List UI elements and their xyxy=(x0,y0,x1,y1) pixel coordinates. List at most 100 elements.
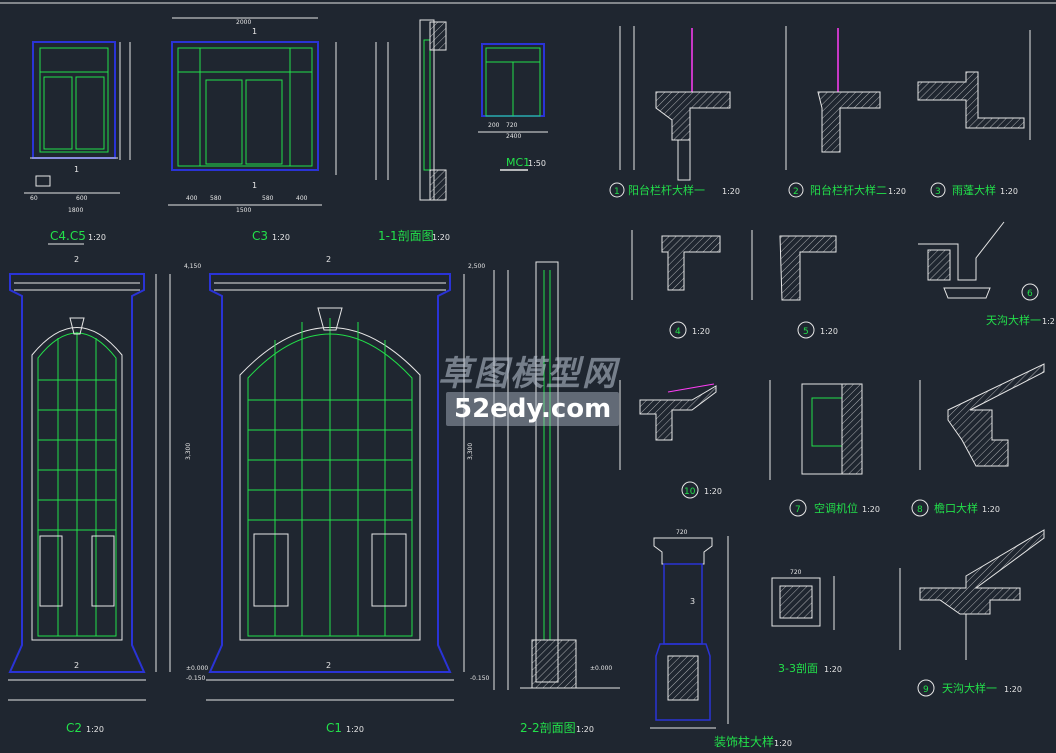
svg-text:C4.C5: C4.C5 xyxy=(50,229,86,243)
svg-text:200: 200 xyxy=(488,122,500,129)
svg-text:1:20: 1:20 xyxy=(692,327,710,336)
section-1-1 xyxy=(375,19,447,201)
svg-text:6: 6 xyxy=(1027,289,1033,299)
dimension-labels: 60 600 1800 2000 400 580 1500 580 400 20… xyxy=(30,19,802,682)
title-column: 装饰柱大样 xyxy=(714,734,774,749)
title-c1: C1 xyxy=(326,721,342,735)
title-mc1: MC1 xyxy=(506,156,530,169)
svg-text:1-1剖面图: 1-1剖面图 xyxy=(378,229,434,243)
section-2-2 xyxy=(493,261,620,690)
title-detail-9: 天沟大样一 xyxy=(942,681,997,695)
svg-text:60: 60 xyxy=(30,195,38,202)
svg-text:3: 3 xyxy=(690,597,695,606)
svg-text:1: 1 xyxy=(74,165,79,174)
svg-text:1:20: 1:20 xyxy=(86,725,104,734)
svg-text:580: 580 xyxy=(262,195,274,202)
mc1-door-elevation xyxy=(478,43,548,171)
title-section-3-3: 3-3剖面 xyxy=(778,661,818,675)
svg-text:1:20: 1:20 xyxy=(346,725,364,734)
svg-text:1: 1 xyxy=(614,187,620,197)
svg-text:5: 5 xyxy=(803,327,809,337)
detail-7-ac-unit xyxy=(769,380,863,480)
title-detail-1: 阳台栏杆大样一 xyxy=(628,183,705,197)
svg-text:3: 3 xyxy=(935,187,941,197)
title-detail-3: 雨蓬大样 xyxy=(952,183,996,197)
svg-text:720: 720 xyxy=(676,529,688,536)
detail-10 xyxy=(619,380,717,470)
watermark-site-url: 52edy.com xyxy=(446,392,620,426)
svg-text:1:20: 1:20 xyxy=(824,665,842,674)
svg-text:1:20: 1:20 xyxy=(820,327,838,336)
svg-text:1:20: 1:20 xyxy=(88,233,106,242)
svg-text:1:20: 1:20 xyxy=(272,233,290,242)
svg-text:1500: 1500 xyxy=(236,207,251,214)
c4c5-window-elevation xyxy=(24,41,131,194)
svg-text:9: 9 xyxy=(923,685,929,695)
svg-text:天沟大样一: 天沟大样一 xyxy=(986,313,1041,327)
svg-text:600: 600 xyxy=(76,195,88,202)
svg-text:1:20: 1:20 xyxy=(722,187,740,196)
svg-text:檐口大样: 檐口大样 xyxy=(934,501,978,515)
svg-text:580: 580 xyxy=(210,195,222,202)
svg-text:2: 2 xyxy=(74,661,79,670)
title-c2: C2 xyxy=(66,721,82,735)
svg-text:2: 2 xyxy=(326,255,331,264)
svg-text:3-3剖面: 3-3剖面 xyxy=(778,661,818,675)
c2-arched-window xyxy=(8,273,171,701)
decorative-column-detail xyxy=(650,536,729,729)
detail-3-canopy xyxy=(917,30,1031,140)
svg-text:±0.000: ±0.000 xyxy=(186,665,208,672)
svg-text:装饰柱大样: 装饰柱大样 xyxy=(714,734,774,749)
svg-text:7: 7 xyxy=(795,505,801,515)
title-c3: C3 xyxy=(252,229,268,243)
c3-window-elevation xyxy=(168,17,337,206)
detail-2-balcony-railing xyxy=(785,26,881,170)
svg-text:10: 10 xyxy=(684,487,696,497)
svg-text:4: 4 xyxy=(675,327,681,337)
svg-text:720: 720 xyxy=(506,122,518,129)
svg-text:-0.150: -0.150 xyxy=(470,675,490,682)
svg-text:1:20: 1:20 xyxy=(1000,187,1018,196)
title-detail-8: 檐口大样 xyxy=(934,501,978,515)
detail-4 xyxy=(631,230,721,300)
watermark-site-name: 草图模型网 xyxy=(438,354,618,394)
section-cut-marks: 1 1 1 2 2 2 2 3 xyxy=(74,27,695,670)
svg-text:4,150: 4,150 xyxy=(184,263,201,270)
svg-text:-0.150: -0.150 xyxy=(186,675,206,682)
svg-text:1:20: 1:20 xyxy=(862,505,880,514)
svg-text:1:20: 1:20 xyxy=(982,505,1000,514)
svg-text:3,300: 3,300 xyxy=(185,443,192,460)
svg-text:1:20: 1:20 xyxy=(576,725,594,734)
svg-text:C3: C3 xyxy=(252,229,268,243)
detail-1-balcony-railing xyxy=(619,26,731,181)
svg-text:1:20: 1:20 xyxy=(704,487,722,496)
title-detail-6: 天沟大样一 xyxy=(986,313,1041,327)
svg-text:3,300: 3,300 xyxy=(467,443,474,460)
svg-text:1:20: 1:20 xyxy=(1004,685,1022,694)
svg-text:天沟大样一: 天沟大样一 xyxy=(942,681,997,695)
svg-text:阳台栏杆大样二: 阳台栏杆大样二 xyxy=(810,183,887,197)
svg-text:2-2剖面图: 2-2剖面图 xyxy=(520,721,576,735)
svg-text:1: 1 xyxy=(252,181,257,190)
svg-text:1800: 1800 xyxy=(68,207,83,214)
svg-text:1:2: 1:2 xyxy=(1042,317,1055,326)
svg-text:8: 8 xyxy=(917,505,923,515)
svg-text:2: 2 xyxy=(793,187,799,197)
svg-text:1:20: 1:20 xyxy=(888,187,906,196)
svg-text:空调机位: 空调机位 xyxy=(814,501,858,515)
svg-text:2,500: 2,500 xyxy=(468,263,485,270)
detail-8-eaves xyxy=(919,363,1045,470)
svg-text:2: 2 xyxy=(326,661,331,670)
title-c4c5: C4.C5 xyxy=(50,229,86,243)
svg-text:阳台栏杆大样一: 阳台栏杆大样一 xyxy=(628,183,705,197)
title-section-1-1: 1-1剖面图 xyxy=(378,229,434,243)
svg-text:2: 2 xyxy=(74,255,79,264)
svg-text:1: 1 xyxy=(252,27,257,36)
title-detail-2: 阳台栏杆大样二 xyxy=(810,183,887,197)
svg-text:C1: C1 xyxy=(326,721,342,735)
svg-text:C2: C2 xyxy=(66,721,82,735)
title-section-2-2: 2-2剖面图 xyxy=(520,721,576,735)
title-detail-7: 空调机位 xyxy=(814,501,858,515)
svg-text:1:50: 1:50 xyxy=(528,159,546,168)
